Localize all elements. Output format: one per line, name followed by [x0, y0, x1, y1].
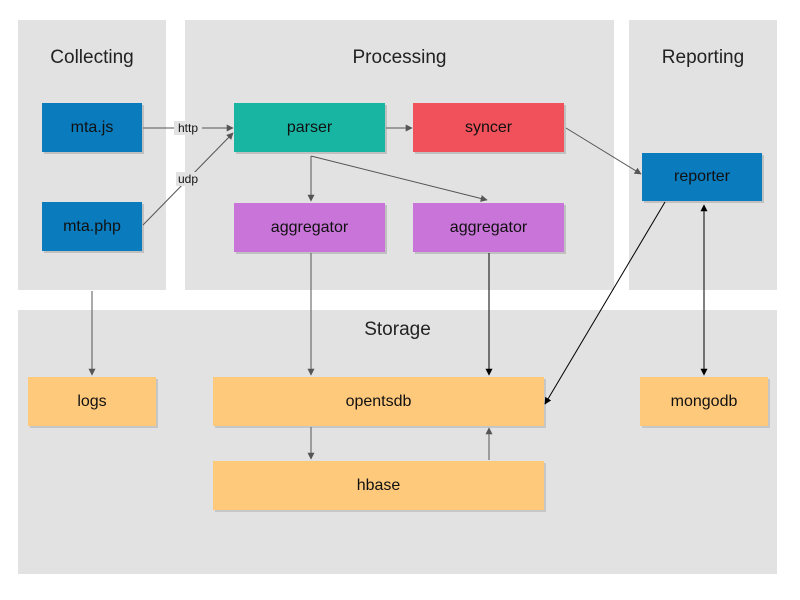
- node-mta-js[interactable]: mta.js: [42, 103, 142, 152]
- node-mta-php[interactable]: mta.php: [42, 202, 142, 251]
- node-logs[interactable]: logs: [28, 377, 156, 426]
- node-opentsdb[interactable]: opentsdb: [213, 377, 544, 426]
- node-parser[interactable]: parser: [234, 103, 385, 152]
- node-hbase[interactable]: hbase: [213, 461, 544, 510]
- node-aggregator-left[interactable]: aggregator: [234, 203, 385, 252]
- storage-title: Storage: [364, 319, 431, 340]
- reporting-title: Reporting: [661, 47, 745, 68]
- node-syncer[interactable]: syncer: [413, 103, 564, 152]
- node-mongodb[interactable]: mongodb: [640, 377, 768, 426]
- node-aggregator-right[interactable]: aggregator: [413, 203, 564, 252]
- storage-panel: Storage: [18, 310, 777, 574]
- collecting-title: Collecting: [50, 47, 134, 68]
- processing-title: Processing: [352, 47, 447, 68]
- node-reporter[interactable]: reporter: [642, 153, 762, 201]
